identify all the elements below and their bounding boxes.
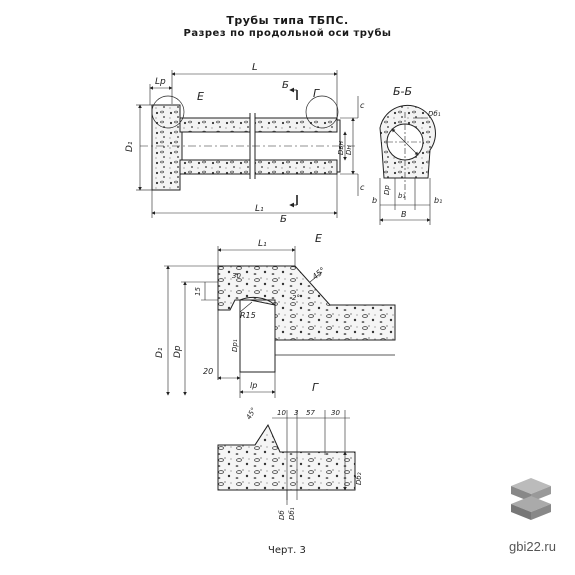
- label-G-detail: Г: [312, 381, 319, 394]
- label-Dp1: Dр₁: [231, 339, 239, 352]
- detail-g: [217, 410, 356, 505]
- label-E-detail: E: [315, 232, 322, 245]
- label-B-bottom: Б: [280, 214, 287, 225]
- label-D1-detail: D₁: [155, 347, 165, 358]
- label-45deg: 45°: [311, 266, 328, 282]
- label-bs: b₁: [398, 192, 405, 200]
- label-section-bb: Б-Б: [393, 85, 412, 98]
- label-57: 57: [306, 409, 315, 417]
- label-R15: R15: [240, 311, 256, 320]
- label-lp-detail: lр: [250, 381, 257, 390]
- label-L1-detail: L₁: [258, 239, 267, 249]
- drawing-title: Трубы типа ТБПС.: [226, 14, 349, 27]
- label-c1: c: [360, 101, 365, 110]
- label-Dp-detail: Dр: [173, 345, 183, 358]
- label-20: 20: [203, 367, 213, 376]
- label-L: L: [252, 62, 258, 73]
- drawing-subtitle: Разрез по продольной оси трубы: [183, 28, 392, 39]
- label-Dvn: Dвн: [337, 140, 345, 155]
- label-15: 15: [194, 287, 202, 296]
- label-30: 30: [232, 272, 241, 280]
- label-2deg: 2°: [292, 294, 300, 302]
- label-Dp: Dр: [383, 185, 391, 195]
- drawing-caption: Черт. 3: [268, 545, 306, 556]
- label-c2: c: [360, 183, 365, 192]
- label-Db1-g: Dб₁: [288, 507, 296, 520]
- label-3: 3: [294, 409, 298, 417]
- label-10: 10: [277, 409, 286, 417]
- detail-e: [164, 246, 396, 398]
- cross-section-bb: [379, 104, 436, 225]
- label-Dn: Dн: [345, 145, 353, 155]
- label-Db1: Dб₁: [428, 110, 441, 118]
- watermark-text: gbi22.ru: [509, 539, 556, 554]
- label-B: B: [401, 210, 407, 219]
- label-b: b: [372, 196, 377, 205]
- label-G-top: Г: [313, 87, 320, 100]
- label-E-top: E: [197, 90, 204, 103]
- label-L1: L₁: [255, 204, 264, 214]
- label-30b: 30: [331, 409, 340, 417]
- label-D6: Dб: [278, 510, 286, 520]
- label-Db2: Dб₂: [355, 472, 363, 485]
- pipe-longitudinal-section: [136, 70, 359, 218]
- label-b1: b₁: [434, 196, 442, 205]
- label-Lp: Lр: [155, 77, 166, 87]
- label-B-top: Б: [282, 80, 289, 91]
- label-45deg-b: 45°: [245, 406, 258, 421]
- label-D1: D₁: [125, 141, 135, 152]
- dimension-labels: L Lр E Г Б Б L₁ D₁ Dвн Dн c c Б-Б Dб₁ b …: [125, 62, 442, 520]
- site-logo-icon: [511, 478, 551, 520]
